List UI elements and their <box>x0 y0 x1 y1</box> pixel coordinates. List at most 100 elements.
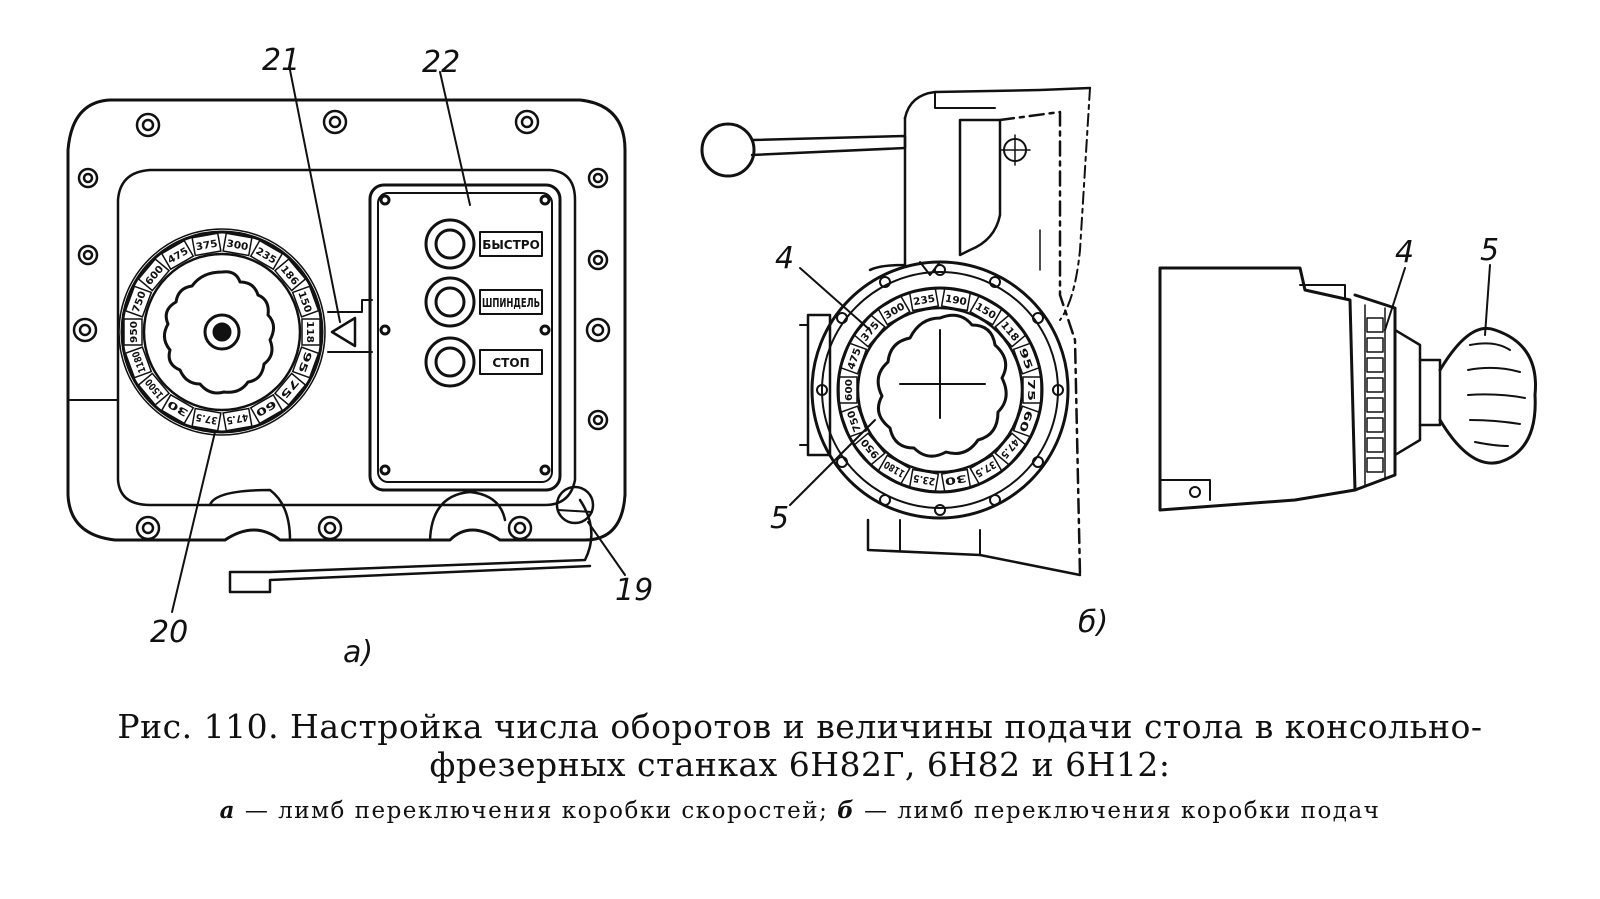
speed-dial-value: 300 <box>225 239 249 254</box>
feed-dial-value-cell: 150 <box>969 294 1003 326</box>
feed-dial-value-box <box>940 287 972 312</box>
button-stop-label: СТОП <box>492 356 529 370</box>
feed-dial-value-cell: 190 <box>940 287 972 312</box>
feed-dial-value-cell: 750 <box>839 405 868 438</box>
callout-21: 21 <box>262 43 300 78</box>
handwheel <box>1438 327 1537 465</box>
speed-dial-value-box <box>124 285 153 318</box>
callout-22: 22 <box>422 45 460 80</box>
feed-dial-value-cell: 235 <box>908 287 940 312</box>
callout-4-front: 4 <box>775 241 794 276</box>
feed-dial-value-cell: 23.5 <box>908 468 940 493</box>
speed-dial-value-box <box>301 318 321 346</box>
panel-a-label: а) <box>343 635 373 670</box>
technical-figure: 30023518615011895756047.537.530150011809… <box>66 43 1537 670</box>
speed-dial-value-cell: 37.5 <box>191 407 222 432</box>
feed-dial-value-box <box>853 432 886 466</box>
callout-4-side: 4 <box>1395 235 1414 270</box>
button-spindle[interactable] <box>424 276 543 328</box>
bolt-holes <box>72 109 611 541</box>
feed-dial-value-cell: 95 <box>1012 342 1041 375</box>
speed-dial-value-box <box>249 239 284 271</box>
feed-dial-value-box <box>839 405 868 438</box>
speed-dial-value-box <box>191 232 222 257</box>
speed-dial-value-box <box>160 393 195 425</box>
feed-dial-value-box <box>1012 342 1041 375</box>
feed-dial-value-box <box>1022 376 1042 404</box>
feed-dial-value: 30 <box>944 472 968 487</box>
speed-dial-value-cell: 300 <box>222 232 253 257</box>
speed-dial-value-box <box>291 346 320 379</box>
feed-dial-value-cell: 37.5 <box>969 454 1003 486</box>
speed-dial-value-box <box>137 257 171 292</box>
speed-dial-value-box <box>137 372 171 407</box>
housing-outline <box>66 98 627 542</box>
legend-a-letter: а <box>219 797 237 824</box>
panel-a-speed-box <box>66 69 627 613</box>
speed-dial-value-box <box>249 393 284 425</box>
feed-dial-value-cell: 475 <box>839 342 868 375</box>
speed-dial-value-cell: 1500 <box>137 372 171 407</box>
caption-title-line1: Рис. 110. Настройка числа оборотов и вел… <box>117 707 1483 746</box>
feed-dial-value-cell: 75 <box>1022 376 1042 404</box>
feed-dial-value-box <box>940 468 972 493</box>
speed-dial-value: 37.5 <box>195 411 219 426</box>
feed-dial-value-cell: 118 <box>994 314 1027 348</box>
feed-dial-value-box <box>853 314 886 348</box>
feed-dial-value-cell: 950 <box>853 432 886 466</box>
speed-dial-value-box <box>191 407 222 432</box>
panel-b-feed-box <box>700 86 1537 577</box>
feed-dial-value-box <box>994 314 1027 348</box>
button-fast-label: БЫСТРО <box>482 238 540 252</box>
speed-dial-value-box <box>291 285 320 318</box>
speed-dial-knob <box>163 270 275 395</box>
speed-dial-value-cell: 118 <box>301 318 321 346</box>
caption-title: Рис. 110. Настройка числа оборотов и вел… <box>0 708 1600 784</box>
button-fast[interactable] <box>424 218 543 270</box>
legend-b-text: — лимб переключения коробки подач <box>855 798 1381 824</box>
speed-dial-value-cell: 600 <box>137 257 171 292</box>
callout-5-side: 5 <box>1480 233 1499 268</box>
button-spindle-label: ШПИНДЕЛЬ <box>482 296 540 310</box>
legend-a-text: — лимб переключения коробки скоростей; <box>236 798 838 824</box>
speed-dial-value-box <box>273 372 307 407</box>
feed-dial-value-box <box>1012 405 1041 438</box>
feed-dial-value-cell: 60 <box>1012 405 1041 438</box>
feed-dial-value-box <box>877 454 911 486</box>
feed-dial-value: 600 <box>844 379 855 401</box>
feed-dial-value-cell: 47.5 <box>994 432 1027 466</box>
feed-dial-value-box <box>877 294 911 326</box>
feed-dial-value: 190 <box>944 294 968 309</box>
callout-5-front: 5 <box>770 501 789 536</box>
feed-dial-value-box <box>838 376 858 404</box>
feed-dial-value-cell: 300 <box>877 294 911 326</box>
speed-dial-value-box <box>124 346 153 379</box>
speed-dial-value-box <box>273 257 307 292</box>
feed-dial-value-box <box>994 432 1027 466</box>
speed-dial-value-cell: 186 <box>273 257 307 292</box>
feed-dial-value-cell: 1180 <box>877 454 911 486</box>
feed-dial-value-box <box>969 454 1003 486</box>
speed-dial-value: 47.5 <box>225 411 249 426</box>
feed-dial-value: 23.5 <box>912 472 936 487</box>
feed-dial-value-box <box>969 294 1003 326</box>
feed-dial-value-cell: 600 <box>838 376 858 404</box>
panel-b-label: б) <box>1078 605 1108 640</box>
side-view-body <box>1158 266 1357 512</box>
callout-19: 19 <box>615 573 653 608</box>
feed-dial-value-box <box>839 342 868 375</box>
speed-dial-values: 30023518615011895756047.537.530150011809… <box>123 232 321 432</box>
speed-dial-value: 118 <box>304 321 315 343</box>
figure-caption: Рис. 110. Настройка числа оборотов и вел… <box>0 708 1600 826</box>
speed-dial-value-cell: 47.5 <box>222 407 253 432</box>
callout-20: 20 <box>150 615 188 650</box>
button-stop[interactable] <box>424 336 543 388</box>
speed-dial-value-cell: 375 <box>191 232 222 257</box>
feed-dial-value-cell: 30 <box>940 468 972 493</box>
feed-dial-value: 235 <box>912 294 936 309</box>
feed-dial-value-box <box>908 468 940 493</box>
caption-legend: а — лимб переключения коробки скоростей;… <box>0 796 1600 826</box>
speed-dial-value-box <box>222 232 253 257</box>
legend-b-letter: б <box>837 797 856 824</box>
dial-pointer <box>330 316 357 348</box>
